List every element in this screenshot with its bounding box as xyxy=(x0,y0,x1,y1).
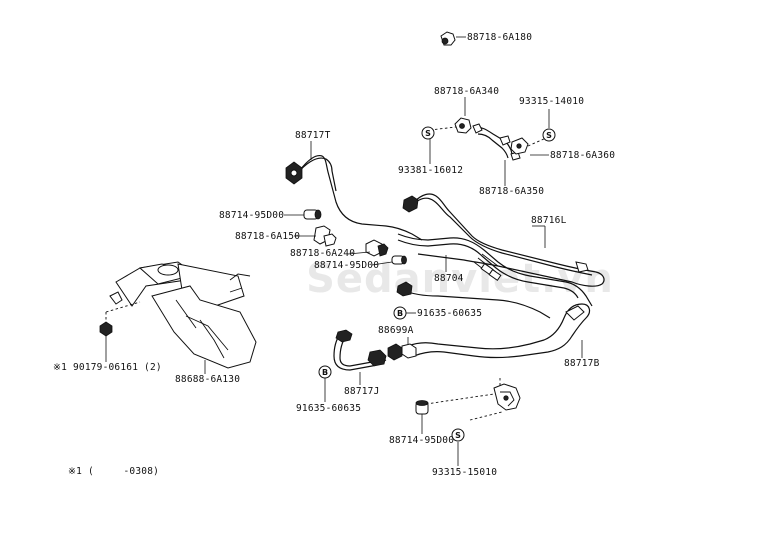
clip-88718-6A340 xyxy=(454,117,472,134)
label-88717T: 88717T xyxy=(295,130,331,141)
tube-88717T xyxy=(285,155,423,241)
label-88718-6A340: 88718-6A340 xyxy=(434,86,499,97)
label-93381-16012: 93381-16012 xyxy=(398,165,463,176)
footnote: ※1 ( -0308) xyxy=(68,466,159,477)
clip-88718-6A240 xyxy=(365,239,389,257)
badge-s-93315-15010: S xyxy=(451,428,465,442)
label-88718-6A360: 88718-6A360 xyxy=(550,150,615,161)
label-88717J: 88717J xyxy=(344,386,380,397)
svg-text:B: B xyxy=(322,368,328,377)
watermark-text: Sedanviet.vn xyxy=(306,256,614,302)
label-88716L: 88716L xyxy=(531,215,567,226)
clip-88718-6A360 xyxy=(510,137,529,155)
svg-text:B: B xyxy=(397,309,403,318)
badge-s-93381: S xyxy=(421,126,435,140)
label-93315-14010: 93315-14010 xyxy=(519,96,584,107)
label-88717B: 88717B xyxy=(564,358,600,369)
label-88718-6A150: 88718-6A150 xyxy=(235,231,300,242)
tube-88716L xyxy=(402,193,605,287)
svg-text:S: S xyxy=(425,129,431,138)
badge-s-93315-14010: S xyxy=(542,128,556,142)
label-88714-95D00-b: 88714-95D00 xyxy=(314,260,379,271)
badge-b-91635-b: B xyxy=(318,365,332,379)
bracket-88718-6A350 xyxy=(472,123,521,161)
label-88714-95D00-c: 88714-95D00 xyxy=(389,435,454,446)
label-90179-06161: ※1 90179-06161 (2) xyxy=(53,362,162,373)
label-88699A: 88699A xyxy=(378,325,414,336)
label-88718-6A350: 88718-6A350 xyxy=(479,186,544,197)
nut-90179-06161 xyxy=(99,321,113,337)
clip-88714-95D00-b xyxy=(391,255,407,265)
label-88704: 88704 xyxy=(434,273,464,284)
label-88714-95D00-a: 88714-95D00 xyxy=(219,210,284,221)
tube-88717B xyxy=(396,281,591,359)
label-88718-6A240: 88718-6A240 xyxy=(290,248,355,259)
tube-88704 xyxy=(397,233,593,307)
label-88688-6A130: 88688-6A130 xyxy=(175,374,240,385)
tube-88717J xyxy=(333,329,387,371)
clip-88714-95D00-c xyxy=(415,400,429,415)
label-88718-6A180: 88718-6A180 xyxy=(467,32,532,43)
reservoir-88688-6A130 xyxy=(109,261,257,369)
clip-88714-95D00-a xyxy=(303,209,322,220)
svg-text:S: S xyxy=(455,431,461,440)
clip-88718-6A150 xyxy=(313,225,337,247)
fitting-88699A xyxy=(387,343,417,361)
clip-88718-6A180 xyxy=(440,31,456,46)
badge-b-91635-a: B xyxy=(393,306,407,320)
label-91635-60635-a: 91635-60635 xyxy=(417,308,482,319)
label-93315-15010: 93315-15010 xyxy=(432,467,497,478)
svg-text:S: S xyxy=(546,131,552,140)
label-91635-60635-b: 91635-60635 xyxy=(296,403,361,414)
bracket-lower xyxy=(493,383,521,411)
